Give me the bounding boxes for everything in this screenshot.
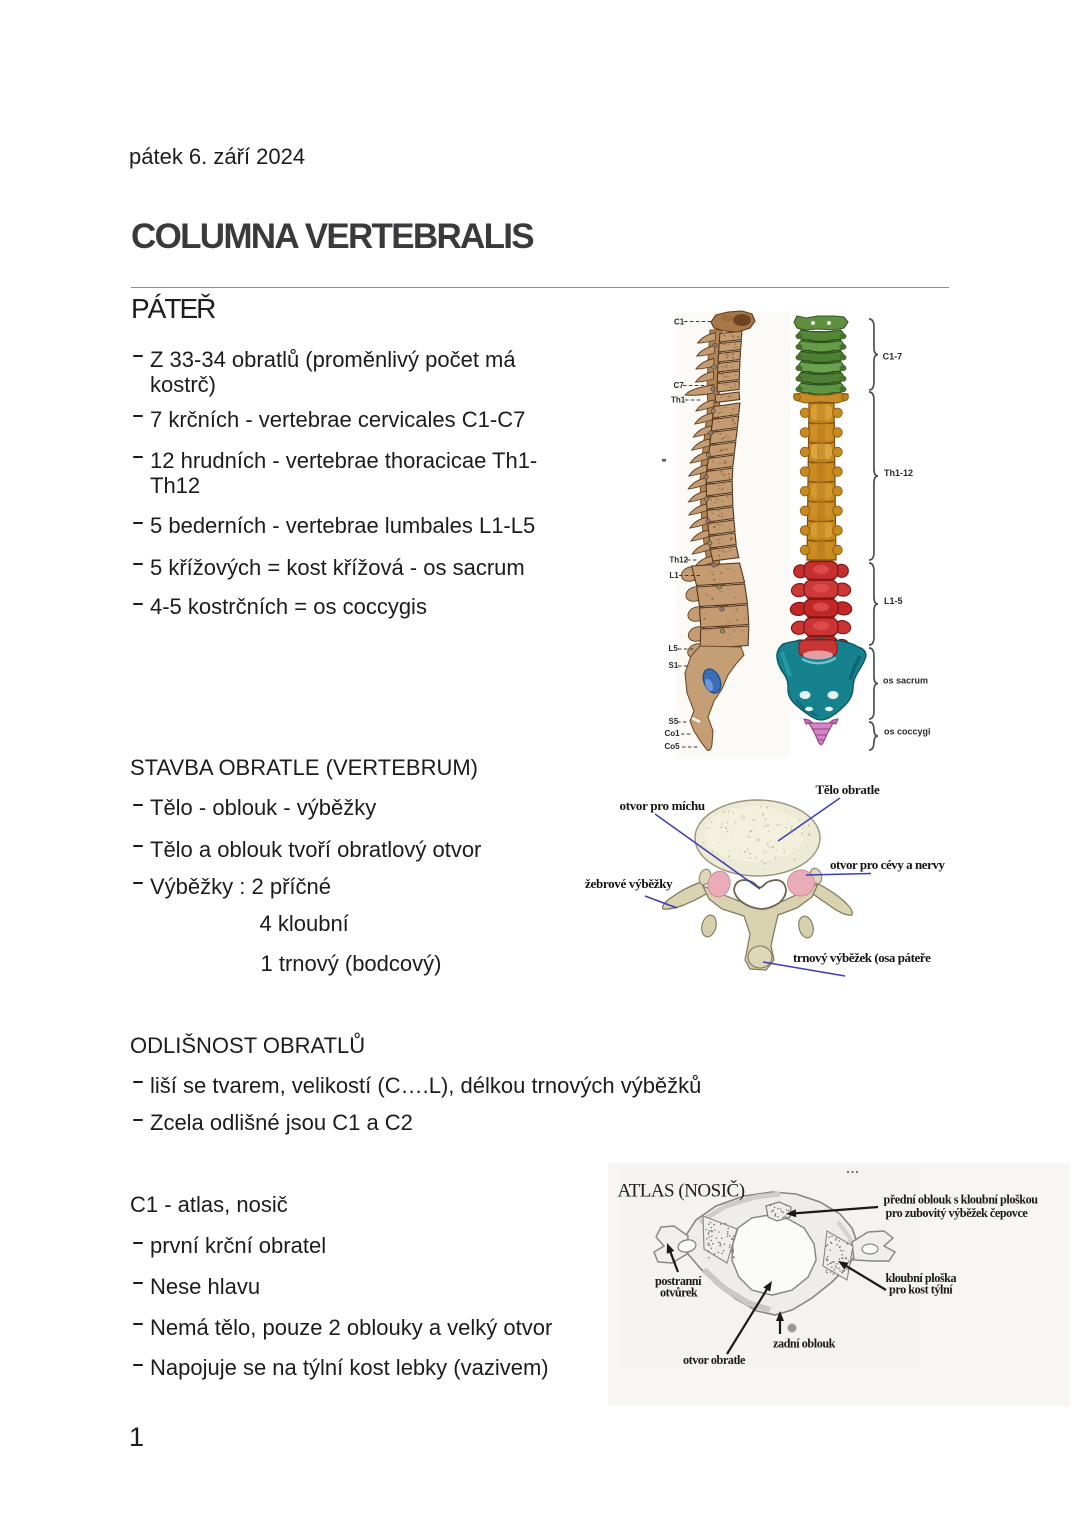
svg-text:otvor pro cévy a nervy: otvor pro cévy a nervy: [830, 857, 945, 872]
svg-text:postranní: postranní: [655, 1274, 702, 1288]
svg-text:trnový výběžek (osa páteře: trnový výběžek (osa páteře: [793, 950, 931, 965]
svg-text:Th1-12: Th1-12: [884, 468, 913, 478]
svg-text:pro kost týlní: pro kost týlní: [889, 1283, 953, 1297]
svg-text:otvor obratle: otvor obratle: [683, 1353, 746, 1367]
svg-text:L1: L1: [669, 571, 679, 580]
svg-text:C1: C1: [674, 317, 685, 326]
svg-text:Th12: Th12: [669, 555, 688, 564]
svg-text:Co1: Co1: [665, 729, 681, 738]
svg-text:přední oblouk s kloubní ploško: přední oblouk s kloubní ploškou: [884, 1193, 1039, 1207]
svg-text:ATLAS (NOSIČ): ATLAS (NOSIČ): [618, 1180, 745, 1202]
svg-text:L5: L5: [669, 644, 679, 653]
svg-text:kloubní ploška: kloubní ploška: [886, 1271, 957, 1285]
svg-text:C1-7: C1-7: [883, 351, 903, 361]
svg-text:zadní oblouk: zadní oblouk: [773, 1337, 836, 1351]
svg-text:pro zubovitý výběžek čepovce: pro zubovitý výběžek čepovce: [886, 1206, 1029, 1220]
svg-text:Tělo obratle: Tělo obratle: [816, 782, 880, 797]
svg-text:otvor pro míchu: otvor pro míchu: [620, 798, 705, 813]
svg-text:S1: S1: [669, 661, 679, 670]
svg-text:S5: S5: [669, 717, 679, 726]
svg-text:Co5: Co5: [665, 742, 681, 751]
svg-text:os sacrum: os sacrum: [883, 676, 928, 686]
svg-text:os coccygi: os coccygi: [884, 727, 931, 737]
svg-text:L1-5: L1-5: [884, 596, 903, 606]
svg-text:žebrové výběžky: žebrové výběžky: [585, 876, 673, 891]
svg-text:otvůrek: otvůrek: [660, 1286, 698, 1300]
svg-text:Th1: Th1: [671, 396, 686, 405]
svg-text:C7: C7: [674, 381, 685, 390]
